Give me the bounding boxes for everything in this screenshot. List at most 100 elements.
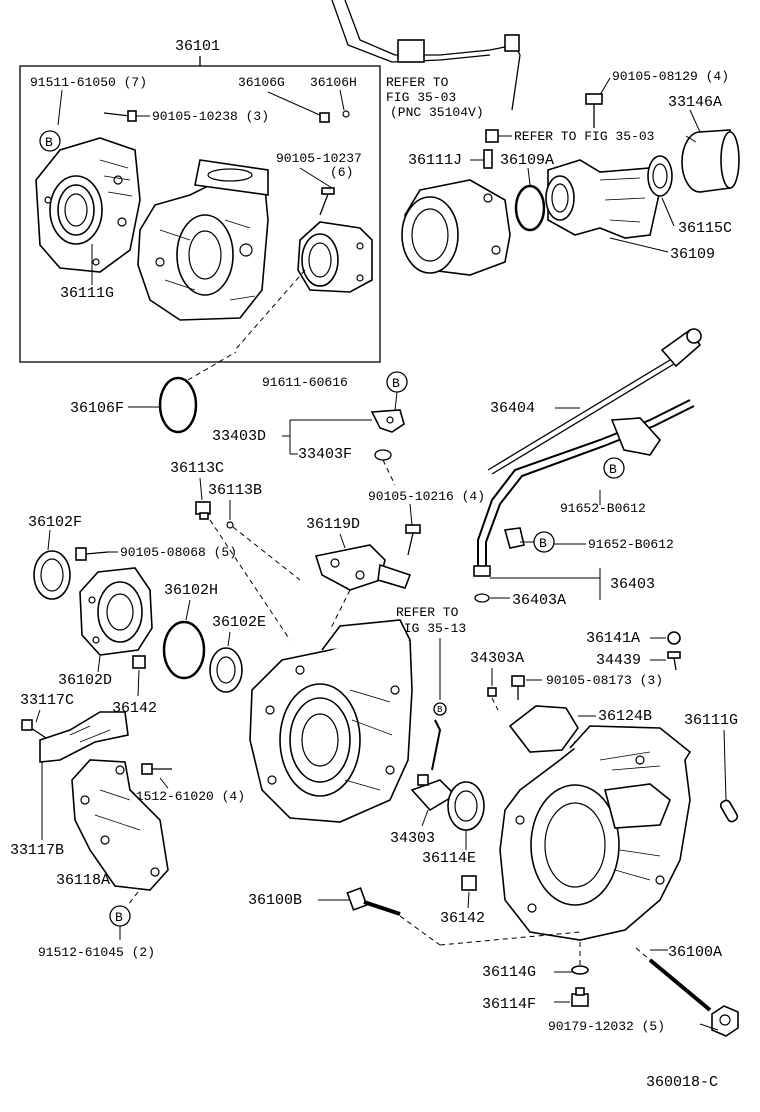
bracket-33117B <box>39 711 129 763</box>
label-36102D: 36102D <box>58 672 112 689</box>
svg-text:B: B <box>392 376 400 391</box>
bracket-36119D <box>314 544 412 591</box>
plug-36141A <box>667 631 681 645</box>
refer-a-line1: REFER TO <box>386 75 449 90</box>
label-36102F: 36102F <box>28 514 82 531</box>
label-90105-10237-qty: (6) <box>330 165 353 180</box>
assembly-36101-box: 36101 91511-61050 (7) 90105-10238 (3) 36… <box>19 38 381 363</box>
label-91512-61045: 91512-61045 (2) <box>38 945 155 960</box>
bolt-icon <box>405 524 421 556</box>
label-refer-b: REFER TO FIG 35-03 <box>514 129 654 144</box>
marker-b: B <box>39 130 61 152</box>
label-33117C: 33117C <box>20 692 74 709</box>
seal-36102E <box>209 647 243 693</box>
transaxle-case-drawing <box>137 159 269 321</box>
svg-text:B: B <box>115 910 123 925</box>
dipstick-36404 <box>487 328 702 475</box>
housing-cover-drawing <box>35 137 141 273</box>
label-36101: 36101 <box>175 38 220 55</box>
label-91652-B0612-a: 91652-B0612 <box>560 501 646 516</box>
label-36111G-b: 36111G <box>684 712 738 729</box>
sleeve-33146A <box>681 129 740 193</box>
refer-a-line2: FIG 35-03 <box>386 90 456 105</box>
label-90105-08173: 90105-08173 (3) <box>546 673 663 688</box>
marker-b: B <box>603 457 625 479</box>
label-36404: 36404 <box>490 400 535 417</box>
bracket-33403D <box>370 409 405 433</box>
center-housing-drawing <box>249 619 413 823</box>
housing-36102D <box>79 567 153 656</box>
figure-code: 360018-C <box>646 1074 718 1091</box>
pin-34439 <box>667 651 681 671</box>
shift-housing-36109 <box>545 159 661 239</box>
marker-b-small: B <box>433 702 447 716</box>
label-33403D: 33403D <box>212 428 266 445</box>
label-36100A: 36100A <box>668 944 722 961</box>
label-36142-b: 36142 <box>440 910 485 927</box>
svg-text:B: B <box>45 135 53 150</box>
refer-group-a: REFER TO FIG 35-03 (PNC 35104V) <box>331 0 521 120</box>
bolt-36100B <box>346 887 401 916</box>
label-33117B: 33117B <box>10 842 64 859</box>
label-91512-61020: 91512-61020 (4) <box>128 789 245 804</box>
label-36100B: 36100B <box>248 892 302 909</box>
filler-tube-36403 <box>473 399 695 577</box>
label-36403A: 36403A <box>512 592 566 609</box>
label-36111G-a: 36111G <box>60 285 114 302</box>
bolt-icon <box>511 675 525 700</box>
stud-36100A <box>635 947 712 1012</box>
label-36124B: 36124B <box>598 708 652 725</box>
label-36115C: 36115C <box>678 220 732 237</box>
refer-c-line1: REFER TO <box>396 605 459 620</box>
refer-c-line2: FIG 35-13 <box>396 621 466 636</box>
marker-b: B <box>386 371 408 393</box>
o-ring-36106F <box>158 376 198 434</box>
label-33146A: 33146A <box>668 94 722 111</box>
bolt-icon <box>585 93 603 128</box>
plug-36142-b <box>461 875 477 891</box>
o-ring-36102H <box>162 620 206 680</box>
label-36102H: 36102H <box>164 582 218 599</box>
bolt-icon <box>21 719 47 739</box>
label-36113C: 36113C <box>170 460 224 477</box>
bracket-36118A <box>71 759 169 891</box>
bolt-icon <box>75 547 109 561</box>
label-90105-10238: 90105-10238 (3) <box>152 109 269 124</box>
svg-text:B: B <box>437 705 443 715</box>
bearing-retainer-drawing <box>401 179 511 276</box>
cover-36124B <box>508 705 579 753</box>
label-90105-08068: 90105-08068 (5) <box>120 545 237 560</box>
rear-case-drawing <box>499 725 692 941</box>
o-ring-36403A <box>474 593 490 603</box>
seal-36102F <box>33 550 71 600</box>
label-91611-60616: 91611-60616 <box>262 375 348 390</box>
label-90105-10237: 90105-10237 <box>276 151 362 166</box>
marker-b: B <box>533 531 555 553</box>
label-36102E: 36102E <box>212 614 266 631</box>
plug-36113C <box>195 501 211 520</box>
pin-36111G <box>719 799 739 823</box>
label-36403: 36403 <box>610 576 655 593</box>
label-91652-B0612-b: 91652-B0612 <box>588 537 674 552</box>
label-36106H: 36106H <box>310 75 357 90</box>
plug-36142-a <box>132 655 146 669</box>
label-90105-10216: 90105-10216 (4) <box>368 489 485 504</box>
label-34303: 34303 <box>390 830 435 847</box>
bolt-icon <box>319 187 335 216</box>
label-36114F: 36114F <box>482 996 536 1013</box>
lever-34303 <box>410 719 457 812</box>
label-36109A: 36109A <box>500 152 554 169</box>
label-36106G: 36106G <box>238 75 285 90</box>
label-36114G: 36114G <box>482 964 536 981</box>
bolt-icon <box>103 110 137 122</box>
label-36111J: 36111J <box>408 152 462 169</box>
label-34439: 34439 <box>596 652 641 669</box>
label-36118A: 36118A <box>56 872 110 889</box>
label-90179-12032: 90179-12032 (5) <box>548 1019 665 1034</box>
label-91511-61050: 91511-61050 (7) <box>30 75 147 90</box>
label-36109: 36109 <box>670 246 715 263</box>
label-36141A: 36141A <box>586 630 640 647</box>
seal-36114E <box>447 781 485 831</box>
plug-36114F <box>571 987 589 1007</box>
